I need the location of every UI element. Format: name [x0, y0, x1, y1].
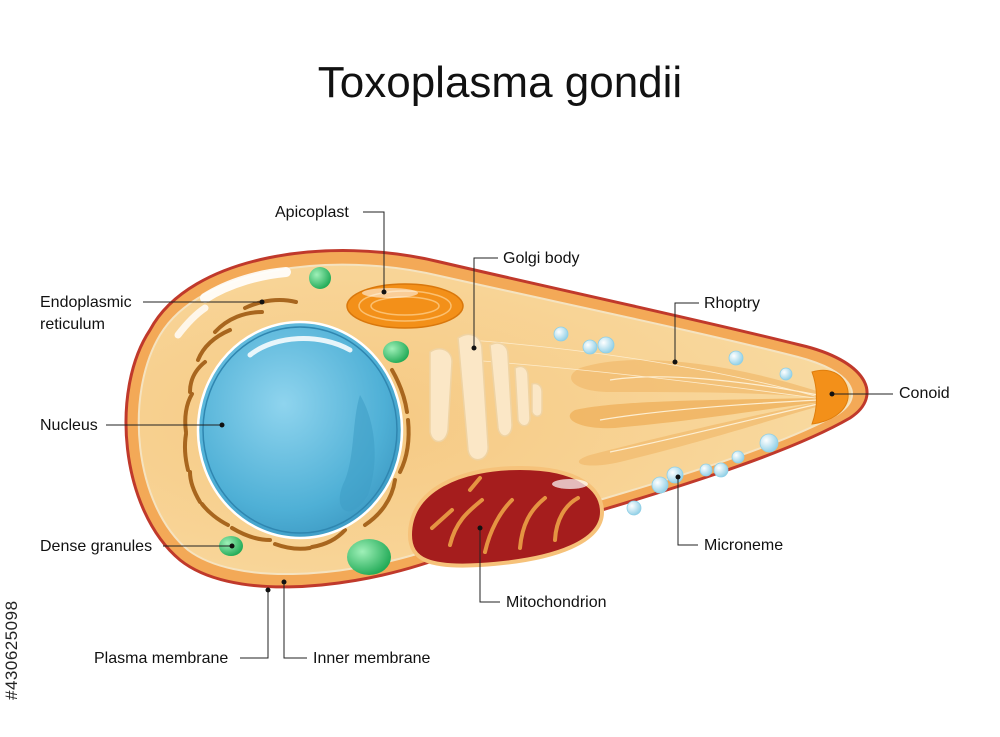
apicoplast: [346, 283, 464, 329]
label-conoid: Conoid: [829, 385, 950, 402]
micronemes: [553, 326, 793, 516]
dense-granules: [219, 267, 409, 575]
membrane-highlight: [174, 304, 209, 339]
diagram-title: Toxoplasma gondii: [317, 58, 683, 107]
label-microneme-text: Microneme: [704, 537, 783, 554]
nucleus: [196, 320, 404, 540]
label-mitochondrion: Mitochondrion: [477, 525, 607, 611]
golgi-body: [429, 333, 543, 461]
label-inner-membrane: Inner membrane: [281, 579, 430, 667]
label-plasma-membrane: Plasma membrane: [94, 587, 271, 667]
label-inner-membrane-text: Inner membrane: [313, 650, 430, 667]
label-conoid-text: Conoid: [899, 385, 950, 402]
label-golgi-text: Golgi body: [503, 250, 580, 267]
rhoptry: [469, 339, 820, 466]
membrane-highlight: [200, 267, 291, 303]
label-dense-granules-text: Dense granules: [40, 538, 152, 555]
label-apicoplast: Apicoplast: [275, 204, 387, 295]
label-golgi: Golgi body: [471, 250, 580, 351]
label-nucleus-text: Nucleus: [40, 417, 98, 434]
conoid: [811, 369, 849, 425]
label-rhoptry-text: Rhoptry: [704, 295, 760, 312]
label-plasma-membrane-text: Plasma membrane: [94, 650, 228, 667]
label-rhoptry: Rhoptry: [672, 295, 760, 365]
label-er: Endoplasmic reticulum: [40, 294, 265, 333]
label-mitochondrion-text: Mitochondrion: [506, 594, 607, 611]
label-apicoplast-text: Apicoplast: [275, 204, 349, 221]
label-er-text-1: Endoplasmic: [40, 294, 132, 311]
label-dense-granules: Dense granules: [40, 538, 235, 555]
mitochondrion: [407, 465, 605, 568]
label-nucleus: Nucleus: [40, 417, 225, 434]
label-microneme: Microneme: [675, 474, 783, 554]
label-er-text-2: reticulum: [40, 316, 105, 333]
